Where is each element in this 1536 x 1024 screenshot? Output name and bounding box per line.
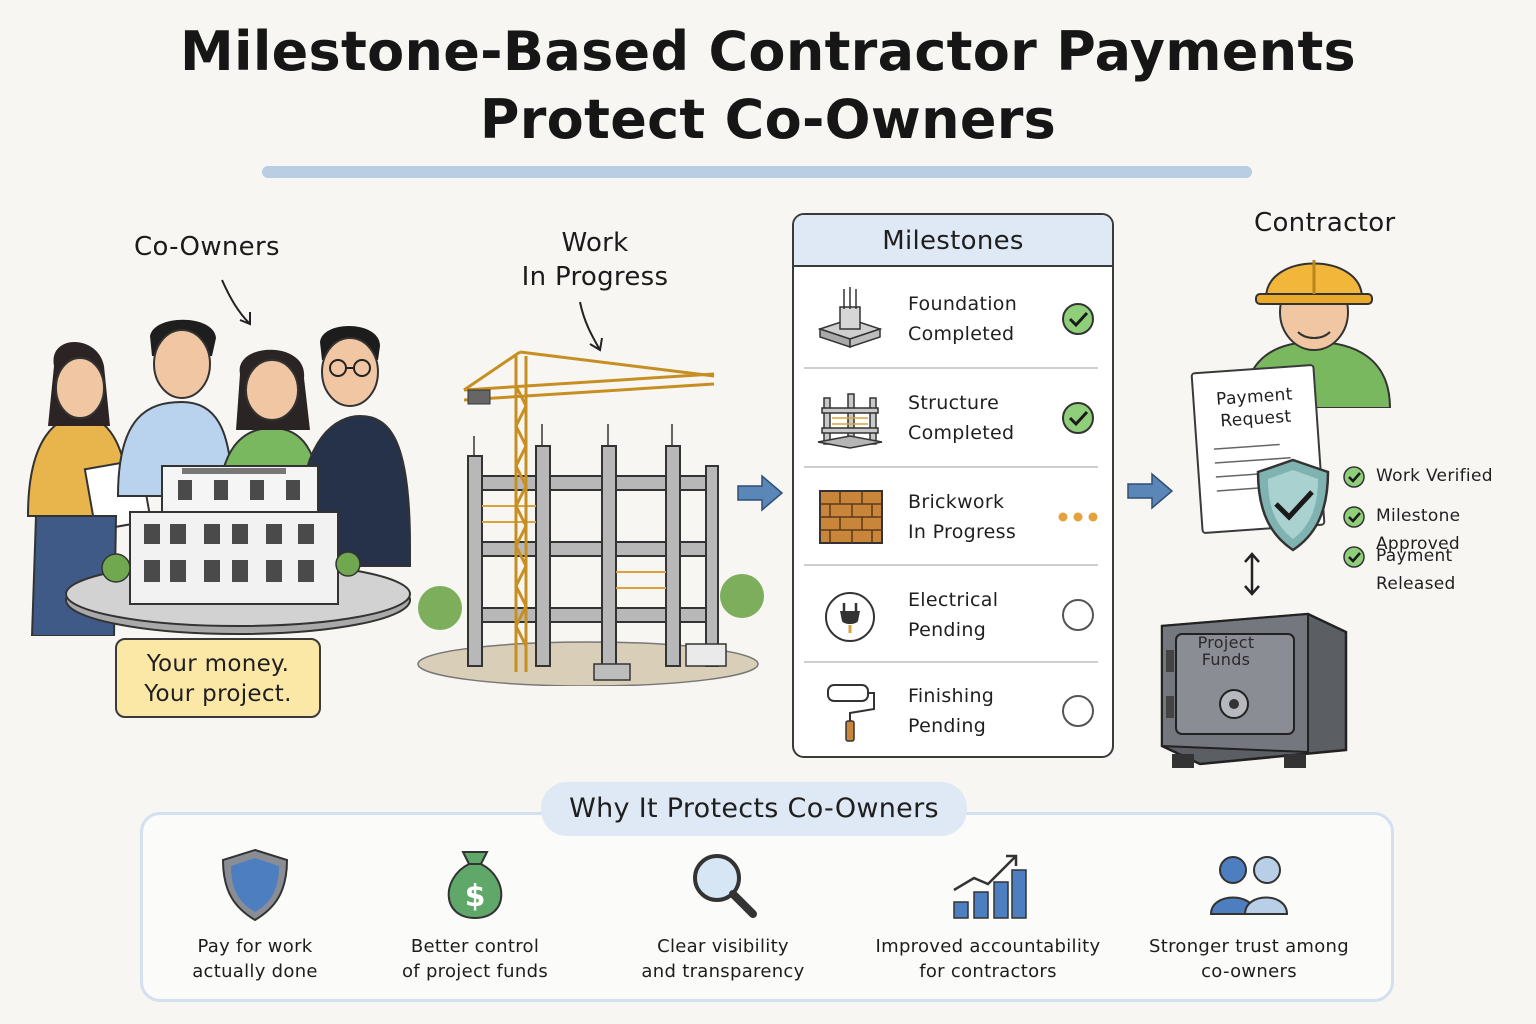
milestone-status-text: Completed xyxy=(908,323,1015,345)
milestone-brickwork: Brickwork In Progress xyxy=(804,469,1100,565)
curved-arrow-icon xyxy=(221,279,251,326)
benefit-accountability: Improved accountability for contractors xyxy=(863,848,1113,984)
double-arrow-icon xyxy=(1244,552,1260,596)
shield-check-icon xyxy=(1256,458,1330,552)
milestone-divider xyxy=(804,661,1098,663)
milestone-foundation: Foundation Completed xyxy=(804,271,1100,367)
milestone-status-text: Pending xyxy=(908,715,987,737)
milestone-status-text: Pending xyxy=(908,619,987,641)
svg-text:$: $ xyxy=(465,879,486,914)
approval-checklist: Work Verified Milestone Approved Payment… xyxy=(1342,462,1536,594)
benefit-pay-for-work: Pay for work actually done xyxy=(130,848,380,984)
benefit-trust: Stronger trust among co-owners xyxy=(1124,848,1374,984)
milestone-finishing: Finishing Pending xyxy=(804,663,1100,756)
growth-chart-icon xyxy=(953,854,1027,919)
milestones-title: Milestones xyxy=(794,215,1112,267)
check-circle-icon xyxy=(1062,402,1094,434)
benefit-text-line-1: Improved accountability xyxy=(875,936,1101,957)
curved-arrow-icon xyxy=(579,301,603,352)
benefit-control-funds: $ Better control of project funds xyxy=(350,848,600,984)
construction-site-illustration xyxy=(417,350,764,686)
tagline-note: Your money. Your project. xyxy=(115,638,321,718)
foundation-icon xyxy=(817,287,883,349)
benefit-text-line-1: Stronger trust among xyxy=(1149,936,1349,957)
work-in-progress-label: Work In Progress xyxy=(520,226,670,294)
milestone-name: Finishing xyxy=(908,685,995,707)
benefit-text-line-1: Pay for work xyxy=(197,936,313,957)
brick-wall-icon xyxy=(819,490,883,544)
shield-icon xyxy=(221,848,289,922)
title-line-2: Protect Co-Owners xyxy=(479,88,1057,151)
empty-circle-icon xyxy=(1062,599,1094,631)
people-icon xyxy=(1209,856,1289,915)
tagline-line-2: Your project. xyxy=(144,681,292,707)
milestones-panel: Milestones Foundation Completed xyxy=(792,213,1114,758)
building-model xyxy=(101,465,361,605)
progress-dots-icon xyxy=(1058,512,1098,522)
money-bag-icon: $ xyxy=(447,851,503,920)
milestone-divider xyxy=(804,367,1098,369)
title-line-1: Milestone-Based Contractor Payments xyxy=(179,20,1357,83)
benefit-text-line-2: actually done xyxy=(192,961,318,982)
check-circle-icon xyxy=(1343,546,1365,568)
milestone-electrical: Electrical Pending xyxy=(804,567,1100,663)
arrow-right-icon xyxy=(1127,472,1174,510)
milestone-divider xyxy=(804,564,1098,566)
milestone-name: Brickwork xyxy=(908,491,1005,513)
check-circle-icon xyxy=(1343,466,1365,488)
benefit-text-line-2: for contractors xyxy=(919,961,1057,982)
benefits-title-pill xyxy=(541,782,967,836)
contractor-label: Contractor xyxy=(1254,208,1396,238)
benefit-text-line-2: of project funds xyxy=(401,961,549,982)
checklist-item: Milestone Approved xyxy=(1342,502,1536,554)
checklist-item: Work Verified xyxy=(1342,462,1536,502)
arrow-right-icon xyxy=(737,474,784,512)
page-title: Milestone-Based Contractor Payments Prot… xyxy=(0,18,1536,154)
title-underline xyxy=(262,166,1252,178)
crane xyxy=(463,350,715,672)
work-label-line-1: Work xyxy=(561,228,629,258)
benefit-text-line-1: Clear visibility xyxy=(657,936,789,957)
check-circle-icon xyxy=(1343,506,1365,528)
benefits-title: Why It Protects Co-Owners xyxy=(569,793,939,824)
project-funds-safe: Project Funds xyxy=(1156,604,1352,772)
milestone-structure: Structure Completed xyxy=(804,370,1100,466)
milestone-status-text: In Progress xyxy=(908,521,1017,543)
benefit-text-line-2: and transparency xyxy=(641,961,805,982)
co-owners-illustration xyxy=(26,319,411,636)
checklist-item: Payment Released xyxy=(1342,542,1536,594)
benefit-text-line-2: co-owners xyxy=(1201,961,1297,982)
empty-circle-icon xyxy=(1062,695,1094,727)
milestone-name: Electrical xyxy=(908,589,999,611)
safe-label-line-1: Project xyxy=(1197,633,1255,652)
check-circle-icon xyxy=(1062,303,1094,335)
milestone-status-text: Completed xyxy=(908,422,1015,444)
safe-icon xyxy=(1160,612,1348,768)
milestone-name: Foundation xyxy=(908,293,1018,315)
co-owners-label: Co-Owners xyxy=(134,232,280,262)
electric-plug-icon xyxy=(825,592,875,642)
safe-label-line-2: Funds xyxy=(1201,650,1251,669)
milestone-divider xyxy=(804,466,1098,468)
contractor-illustration xyxy=(1242,260,1392,408)
benefit-visibility: Clear visibility and transparency xyxy=(598,848,848,984)
work-label-line-2: In Progress xyxy=(521,262,669,292)
benefit-text-line-1: Better control xyxy=(410,936,540,957)
paint-roller-icon xyxy=(827,684,875,742)
milestone-name: Structure xyxy=(908,392,1000,414)
structure-icon xyxy=(817,393,883,449)
tagline-line-1: Your money. xyxy=(146,651,290,677)
magnifier-icon xyxy=(693,854,757,918)
